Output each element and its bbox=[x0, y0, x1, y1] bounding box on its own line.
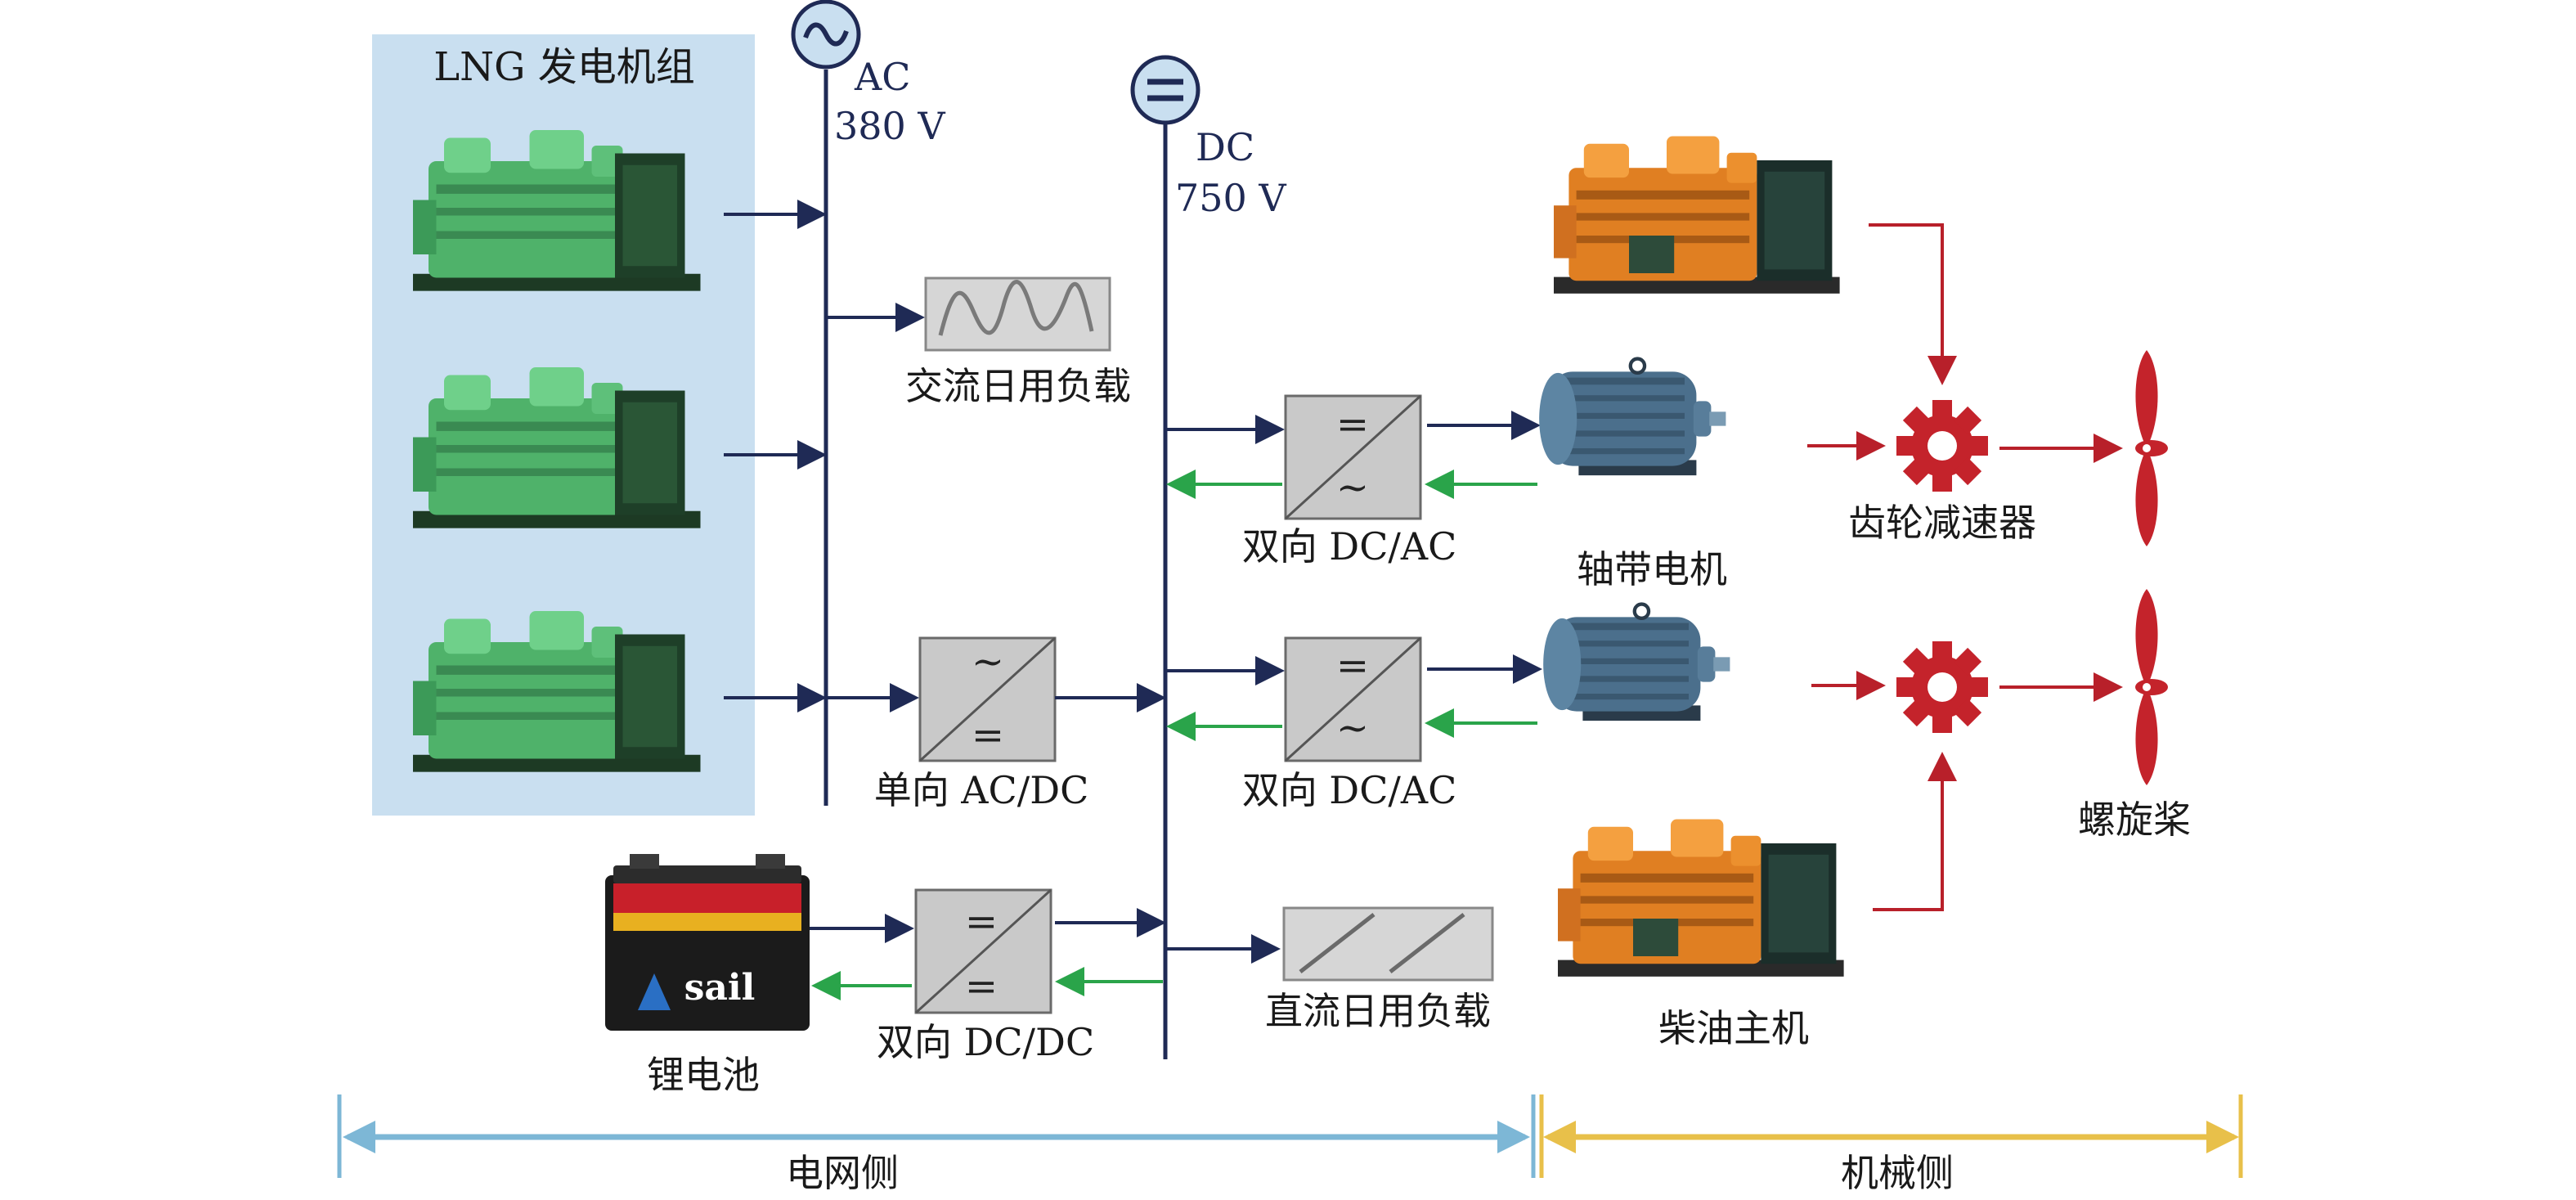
dc-bus-type: DC bbox=[1196, 125, 1254, 169]
dc-daily-load-label: 直流日用负载 bbox=[1265, 989, 1491, 1033]
lithium-battery-label: 锂电池 bbox=[647, 1053, 760, 1097]
electric-motor-icon bbox=[1539, 359, 1726, 476]
gear-icon bbox=[1896, 641, 1988, 733]
rectifier-label: 单向 AC/DC bbox=[874, 768, 1089, 812]
ac-daily-load-label: 交流日用负载 bbox=[905, 364, 1131, 408]
diesel-main-engine-label: 柴油主机 bbox=[1658, 1006, 1809, 1050]
grid-side-label: 电网侧 bbox=[786, 1151, 899, 1195]
svg-text:~: ~ bbox=[972, 639, 1004, 685]
inverter-upper-label: 双向 DC/AC bbox=[1242, 524, 1457, 569]
gear-icon bbox=[1896, 400, 1988, 492]
svg-text:=: = bbox=[1336, 402, 1369, 447]
mechanical-side-label: 机械侧 bbox=[1841, 1151, 1954, 1195]
equals-circle-icon bbox=[1130, 55, 1200, 125]
dc-bus-voltage: 750 V bbox=[1175, 176, 1286, 220]
ac-bus-type: AC bbox=[854, 55, 910, 99]
genset-icon bbox=[413, 367, 701, 528]
diesel-engine-icon bbox=[1554, 136, 1840, 294]
electric-motor-icon bbox=[1543, 604, 1730, 721]
svg-text:~: ~ bbox=[1336, 465, 1369, 510]
svg-text:~: ~ bbox=[1336, 705, 1369, 751]
svg-text:=: = bbox=[1336, 643, 1369, 689]
dcdc-label: 双向 DC/DC bbox=[877, 1020, 1094, 1064]
propeller-icon bbox=[2135, 589, 2168, 785]
shaft-motor-label: 轴带电机 bbox=[1577, 547, 1727, 591]
ac-bus-voltage: 380 V bbox=[834, 104, 945, 148]
ac-load-icon bbox=[924, 276, 1111, 352]
lng-group-label: LNG 发电机组 bbox=[433, 44, 694, 90]
genset-icon bbox=[413, 611, 701, 772]
svg-text:=: = bbox=[965, 899, 998, 945]
svg-text:sail: sail bbox=[684, 967, 756, 1009]
genset-icon bbox=[413, 130, 701, 291]
diesel-engine-icon bbox=[1558, 819, 1844, 977]
propeller-label: 螺旋桨 bbox=[2078, 798, 2191, 842]
battery-icon: sail bbox=[605, 854, 810, 1031]
svg-text:=: = bbox=[965, 964, 998, 1009]
svg-text:=: = bbox=[972, 712, 1004, 758]
gear-reducer-label: 齿轮减速器 bbox=[1848, 501, 2036, 545]
propeller-icon bbox=[2135, 350, 2168, 546]
inverter-lower-label: 双向 DC/AC bbox=[1242, 768, 1457, 812]
